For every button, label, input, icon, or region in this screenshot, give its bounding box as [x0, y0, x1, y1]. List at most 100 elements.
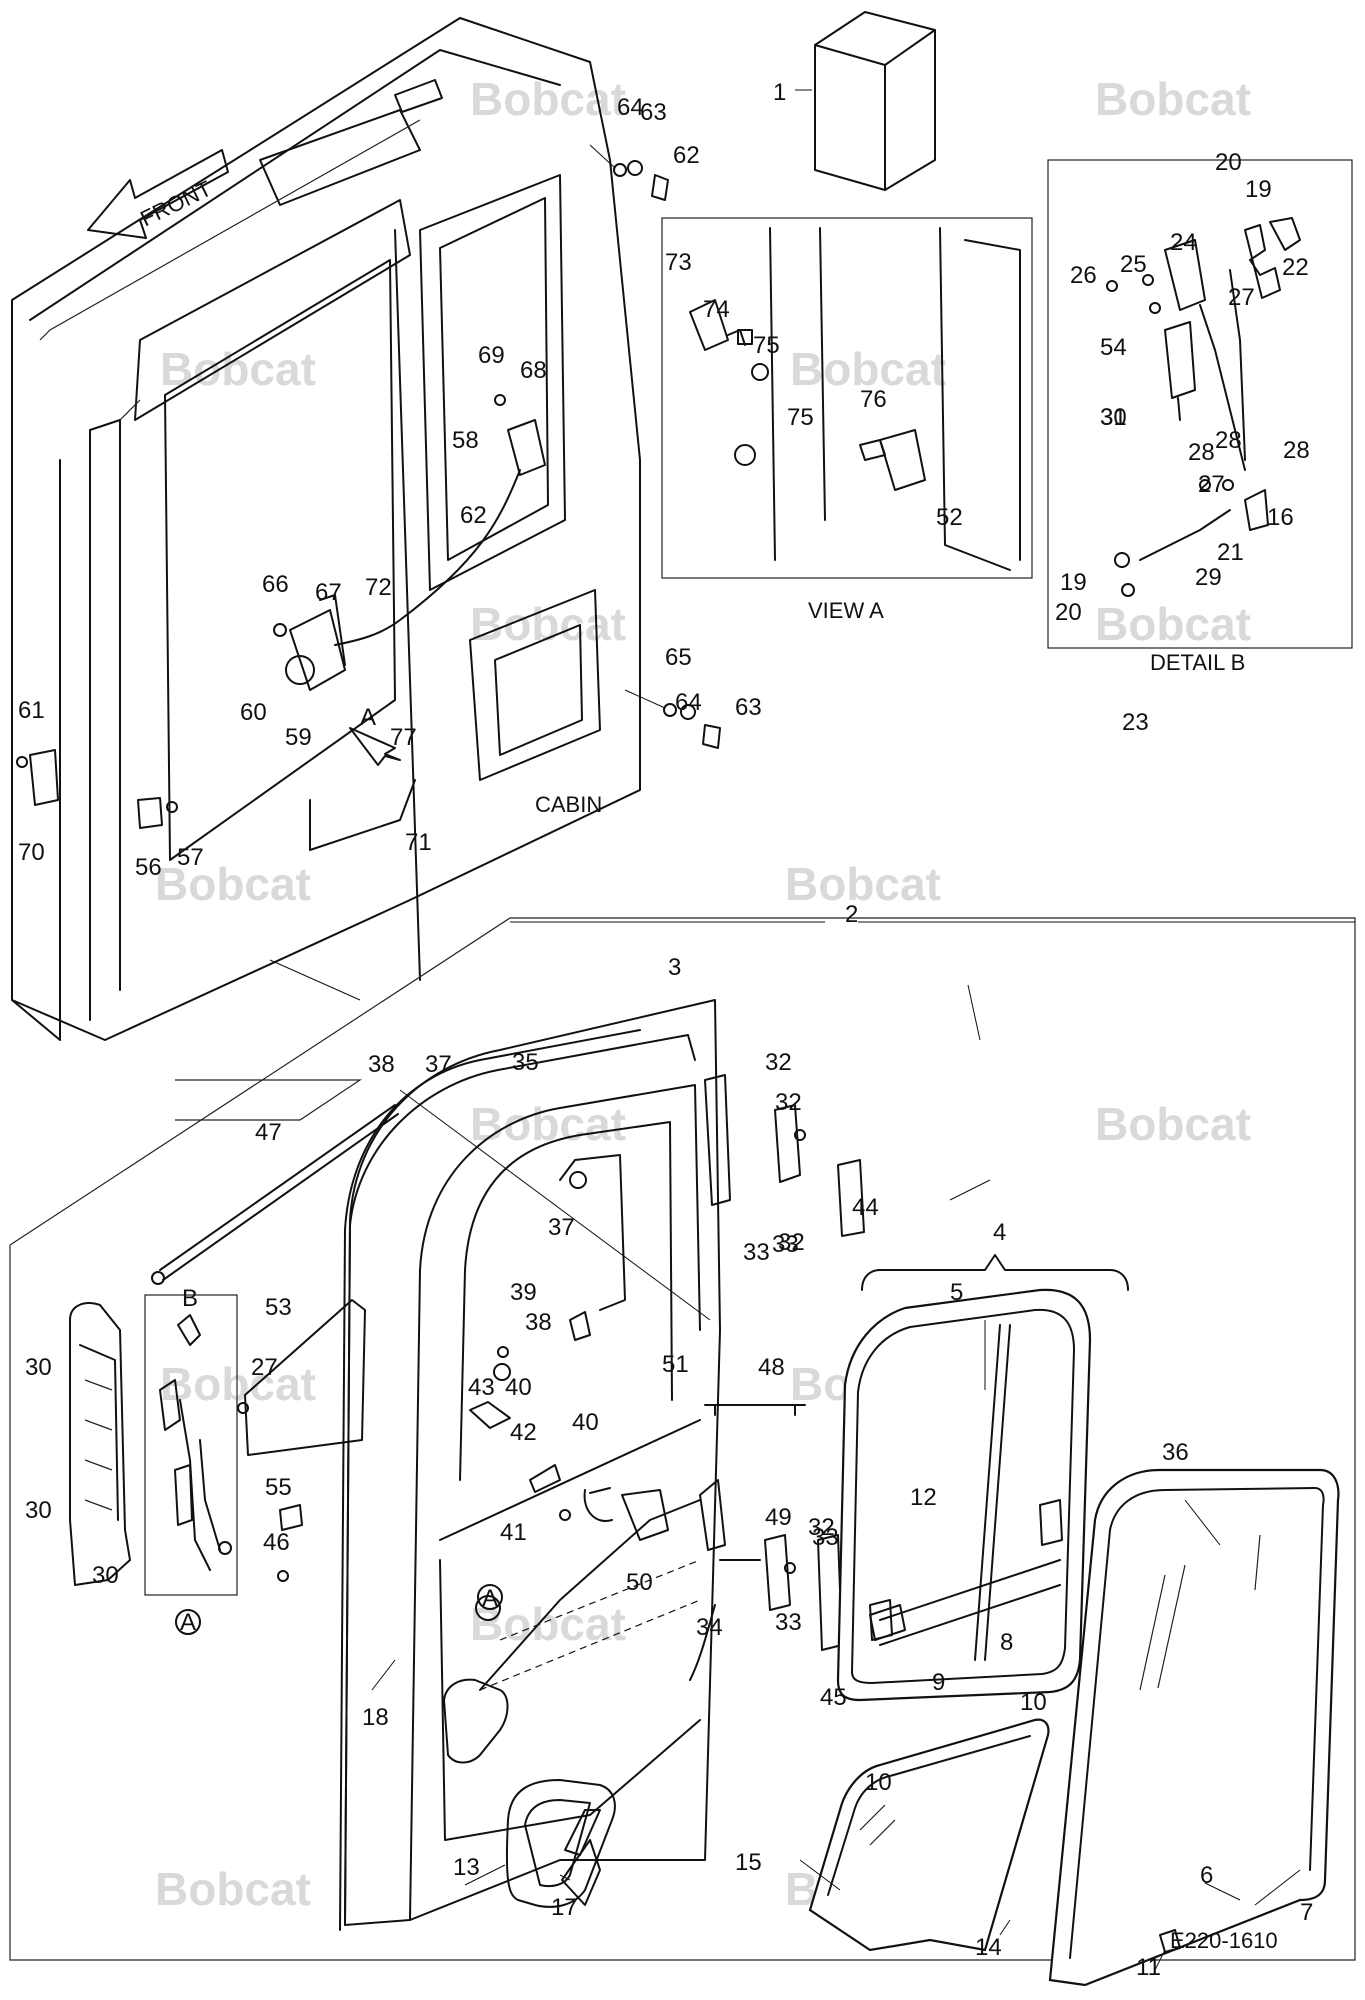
- part-callout: 14: [975, 1934, 1002, 1961]
- callout-layer: 1234567891010111213141516171819192020212…: [18, 79, 1313, 1981]
- part-callout: 30: [25, 1497, 52, 1524]
- part-callout: 40: [505, 1374, 532, 1401]
- part-callout: 22: [1282, 254, 1309, 281]
- part-callout: 49: [765, 1504, 792, 1531]
- watermark: Bobcat: [785, 858, 941, 910]
- part-callout: 27: [251, 1354, 278, 1381]
- part-callout: 37: [425, 1051, 452, 1078]
- part-callout: 32: [808, 1514, 835, 1541]
- part-callout: 75: [787, 404, 814, 431]
- inset-a-label: A: [180, 1609, 196, 1636]
- part-box: [814, 11, 936, 191]
- part-callout: 65: [665, 644, 692, 671]
- lock-b-inset: [144, 1294, 238, 1596]
- cabin-bolt-lower: [624, 689, 721, 749]
- channel-a-marker: A A: [175, 1584, 503, 1636]
- part-callout: 62: [460, 502, 487, 529]
- part-callout: 39: [510, 1279, 537, 1306]
- part-callout: 7: [1300, 1899, 1313, 1926]
- figure-id: E220-1610: [1170, 1928, 1278, 1953]
- part-callout: 25: [1120, 251, 1147, 278]
- part-callout: 50: [626, 1569, 653, 1596]
- part-callout: 10: [1020, 1689, 1047, 1716]
- part-callout: 74: [703, 296, 730, 323]
- part-callout: 24: [1170, 229, 1197, 256]
- watermark: Bobcat: [160, 1358, 316, 1410]
- door-rod: [151, 1089, 711, 1321]
- part-callout: 38: [368, 1051, 395, 1078]
- part-callout: 58: [452, 427, 479, 454]
- part-callout: 42: [510, 1419, 537, 1446]
- door-assembly-frame: [9, 917, 1356, 1961]
- lower-glass-35: [1048, 1468, 1340, 1987]
- part-callout: 29: [1195, 564, 1222, 591]
- part-callout: 33: [812, 1524, 839, 1551]
- door-panel-29: [69, 1302, 131, 1586]
- part-callout: 27: [1228, 284, 1255, 311]
- part-callout: 9: [932, 1669, 945, 1696]
- door-frame: [344, 999, 731, 1926]
- part-callout: 21: [1217, 539, 1244, 566]
- part-callout: 69: [478, 342, 505, 369]
- detail-b-caption: DETAIL B: [1150, 650, 1245, 675]
- part-callout: 68: [520, 357, 547, 384]
- part-callout: 28: [1188, 439, 1215, 466]
- upper-hinge: [774, 1104, 806, 1183]
- part-callout: 64: [675, 689, 702, 716]
- part-callout: 44: [852, 1194, 879, 1221]
- part-callout: 35: [512, 1049, 539, 1076]
- part-callout: 20: [1055, 599, 1082, 626]
- part-callout: 36: [1162, 1439, 1189, 1466]
- part-callout: 34: [696, 1614, 723, 1641]
- part-callout: 4: [993, 1219, 1006, 1246]
- cabin-striker: [273, 594, 346, 691]
- part-callout: 46: [263, 1529, 290, 1556]
- watermark: Bobcat: [470, 598, 626, 650]
- part-callout: 30: [25, 1354, 52, 1381]
- part-callout: 51: [662, 1351, 689, 1378]
- part-callout: 66: [262, 571, 289, 598]
- watermark: Bobcat: [790, 343, 946, 395]
- part-callout: 20: [1215, 149, 1242, 176]
- part-callout: 54: [1100, 334, 1127, 361]
- part-callout: 32: [778, 1229, 805, 1256]
- part-callout: 19: [1060, 569, 1087, 596]
- handle-mechanism: [469, 1346, 806, 1691]
- part-callout: 33: [772, 1231, 799, 1258]
- part-callout: 3: [668, 954, 681, 981]
- part-callout: 13: [453, 1854, 480, 1881]
- part-callout: 53: [265, 1294, 292, 1321]
- part-callout: 12: [910, 1484, 937, 1511]
- part-callout: 60: [240, 699, 267, 726]
- part-callout: 15: [735, 1849, 762, 1876]
- part-callout: 47: [255, 1119, 282, 1146]
- part-callout: 77: [390, 724, 417, 751]
- part-callout: 76: [860, 386, 887, 413]
- part-callout: 55: [265, 1474, 292, 1501]
- part-callout: 30: [92, 1562, 119, 1589]
- channel-a-label: A: [482, 1585, 498, 1612]
- part-callout: 6: [1200, 1862, 1213, 1889]
- part-callout: 75: [753, 332, 780, 359]
- part-callout: 45: [820, 1684, 847, 1711]
- bracket-4: [861, 1254, 1129, 1291]
- watermark: Bobcat: [155, 858, 311, 910]
- watermark: Bobcat: [1095, 598, 1251, 650]
- detail-b-panel: DETAIL B: [1047, 159, 1353, 675]
- lower-glass-14: [808, 1718, 1050, 1952]
- part-callout: 40: [572, 1409, 599, 1436]
- watermark: Bobcat: [470, 1098, 626, 1150]
- part-callout: 5: [950, 1279, 963, 1306]
- part-callout: 17: [551, 1894, 578, 1921]
- part-callout: 62: [673, 142, 700, 169]
- part-callout: 8: [1000, 1629, 1013, 1656]
- part-callout: 61: [18, 697, 45, 724]
- detail-b-marker: B: [182, 1285, 198, 1312]
- part-callout: 56: [135, 854, 162, 881]
- part-callout: 52: [936, 504, 963, 531]
- part-callout: 11: [1136, 1954, 1161, 1981]
- part-callout: 59: [285, 724, 312, 751]
- watermark: Bobcat: [155, 1863, 311, 1915]
- seal-strip-upper: [837, 1159, 865, 1237]
